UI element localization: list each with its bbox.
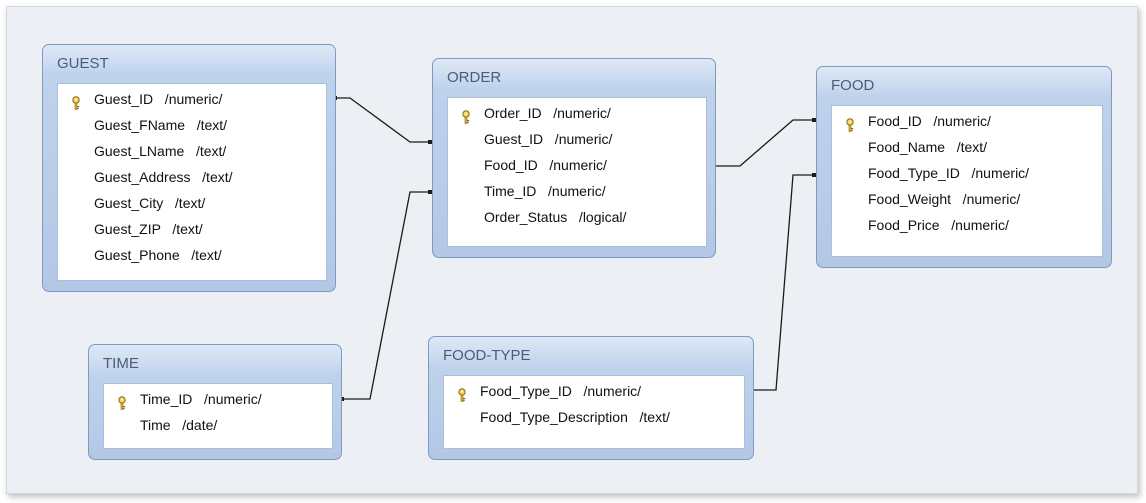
- primary-key-field[interactable]: Guest_ID /numeric/: [58, 86, 326, 112]
- table-field[interactable]: Order_Status /logical/: [448, 204, 706, 230]
- field-label: Food_Type_ID /numeric/: [868, 165, 1030, 181]
- field-list: Guest_ID /numeric/Guest_FName /text/Gues…: [57, 83, 327, 281]
- primary-key-field[interactable]: Food_Type_ID /numeric/: [444, 378, 744, 404]
- table-title: ORDER: [447, 69, 502, 86]
- field-label: Guest_Phone /text/: [94, 247, 222, 263]
- key-icon: [460, 106, 472, 124]
- field-list: Order_ID /numeric/Guest_ID /numeric/Food…: [447, 97, 707, 247]
- table-title: TIME: [103, 355, 139, 372]
- table-field[interactable]: Guest_FName /text/: [58, 112, 326, 138]
- field-label: Guest_Address /text/: [94, 169, 233, 185]
- field-label: Time_ID /numeric/: [484, 183, 606, 199]
- field-label: Food_Name /text/: [868, 139, 988, 155]
- table-title: FOOD: [831, 77, 875, 94]
- field-list: Food_Type_ID /numeric/Food_Type_Descript…: [443, 375, 745, 449]
- field-list: Food_ID /numeric/Food_Name /text/Food_Ty…: [831, 105, 1103, 257]
- primary-key-field[interactable]: Order_ID /numeric/: [448, 100, 706, 126]
- table-field[interactable]: Food_Type_ID /numeric/: [832, 160, 1102, 186]
- table-field[interactable]: Guest_Phone /text/: [58, 242, 326, 268]
- field-label: Time /date/: [140, 417, 218, 433]
- table-field[interactable]: Time /date/: [104, 412, 332, 438]
- table-field[interactable]: Guest_ZIP /text/: [58, 216, 326, 242]
- table-field[interactable]: Food_Weight /numeric/: [832, 186, 1102, 212]
- table-field[interactable]: Guest_City /text/: [58, 190, 326, 216]
- primary-key-field[interactable]: Food_ID /numeric/: [832, 108, 1102, 134]
- field-label: Guest_FName /text/: [94, 117, 228, 133]
- field-label: Guest_LName /text/: [94, 143, 227, 159]
- table-food[interactable]: FOOD Food_ID /numeric/Food_Name /text/Fo…: [816, 66, 1112, 268]
- table-title: FOOD-TYPE: [443, 347, 531, 364]
- table-field[interactable]: Time_ID /numeric/: [448, 178, 706, 204]
- table-food-type[interactable]: FOOD-TYPE Food_Type_ID /numeric/Food_Typ…: [428, 336, 754, 460]
- table-field[interactable]: Food_Price /numeric/: [832, 212, 1102, 238]
- field-label: Food_Type_Description /text/: [480, 409, 670, 425]
- table-field[interactable]: Guest_ID /numeric/: [448, 126, 706, 152]
- key-icon: [70, 92, 82, 110]
- primary-key-field[interactable]: Time_ID /numeric/: [104, 386, 332, 412]
- field-label: Order_Status /logical/: [484, 209, 627, 225]
- field-label: Guest_ID /numeric/: [484, 131, 613, 147]
- table-title: GUEST: [57, 55, 109, 72]
- field-label: Food_ID /numeric/: [868, 113, 991, 129]
- field-label: Food_ID /numeric/: [484, 157, 607, 173]
- key-icon: [456, 384, 468, 402]
- table-field[interactable]: Guest_Address /text/: [58, 164, 326, 190]
- field-label: Guest_City /text/: [94, 195, 206, 211]
- field-label: Guest_ZIP /text/: [94, 221, 203, 237]
- table-order[interactable]: ORDER Order_ID /numeric/Guest_ID /numeri…: [432, 58, 716, 258]
- key-icon: [116, 392, 128, 410]
- table-field[interactable]: Guest_LName /text/: [58, 138, 326, 164]
- field-label: Time_ID /numeric/: [140, 391, 262, 407]
- table-field[interactable]: Food_Name /text/: [832, 134, 1102, 160]
- key-icon: [844, 114, 856, 132]
- field-label: Food_Weight /numeric/: [868, 191, 1021, 207]
- field-label: Food_Price /numeric/: [868, 217, 1009, 233]
- field-label: Guest_ID /numeric/: [94, 91, 223, 107]
- table-time[interactable]: TIME Time_ID /numeric/Time /date/: [88, 344, 342, 460]
- field-label: Order_ID /numeric/: [484, 105, 611, 121]
- field-label: Food_Type_ID /numeric/: [480, 383, 642, 399]
- table-field[interactable]: Food_ID /numeric/: [448, 152, 706, 178]
- table-field[interactable]: Food_Type_Description /text/: [444, 404, 744, 430]
- table-guest[interactable]: GUEST Guest_ID /numeric/Guest_FName /tex…: [42, 44, 336, 292]
- field-list: Time_ID /numeric/Time /date/: [103, 383, 333, 449]
